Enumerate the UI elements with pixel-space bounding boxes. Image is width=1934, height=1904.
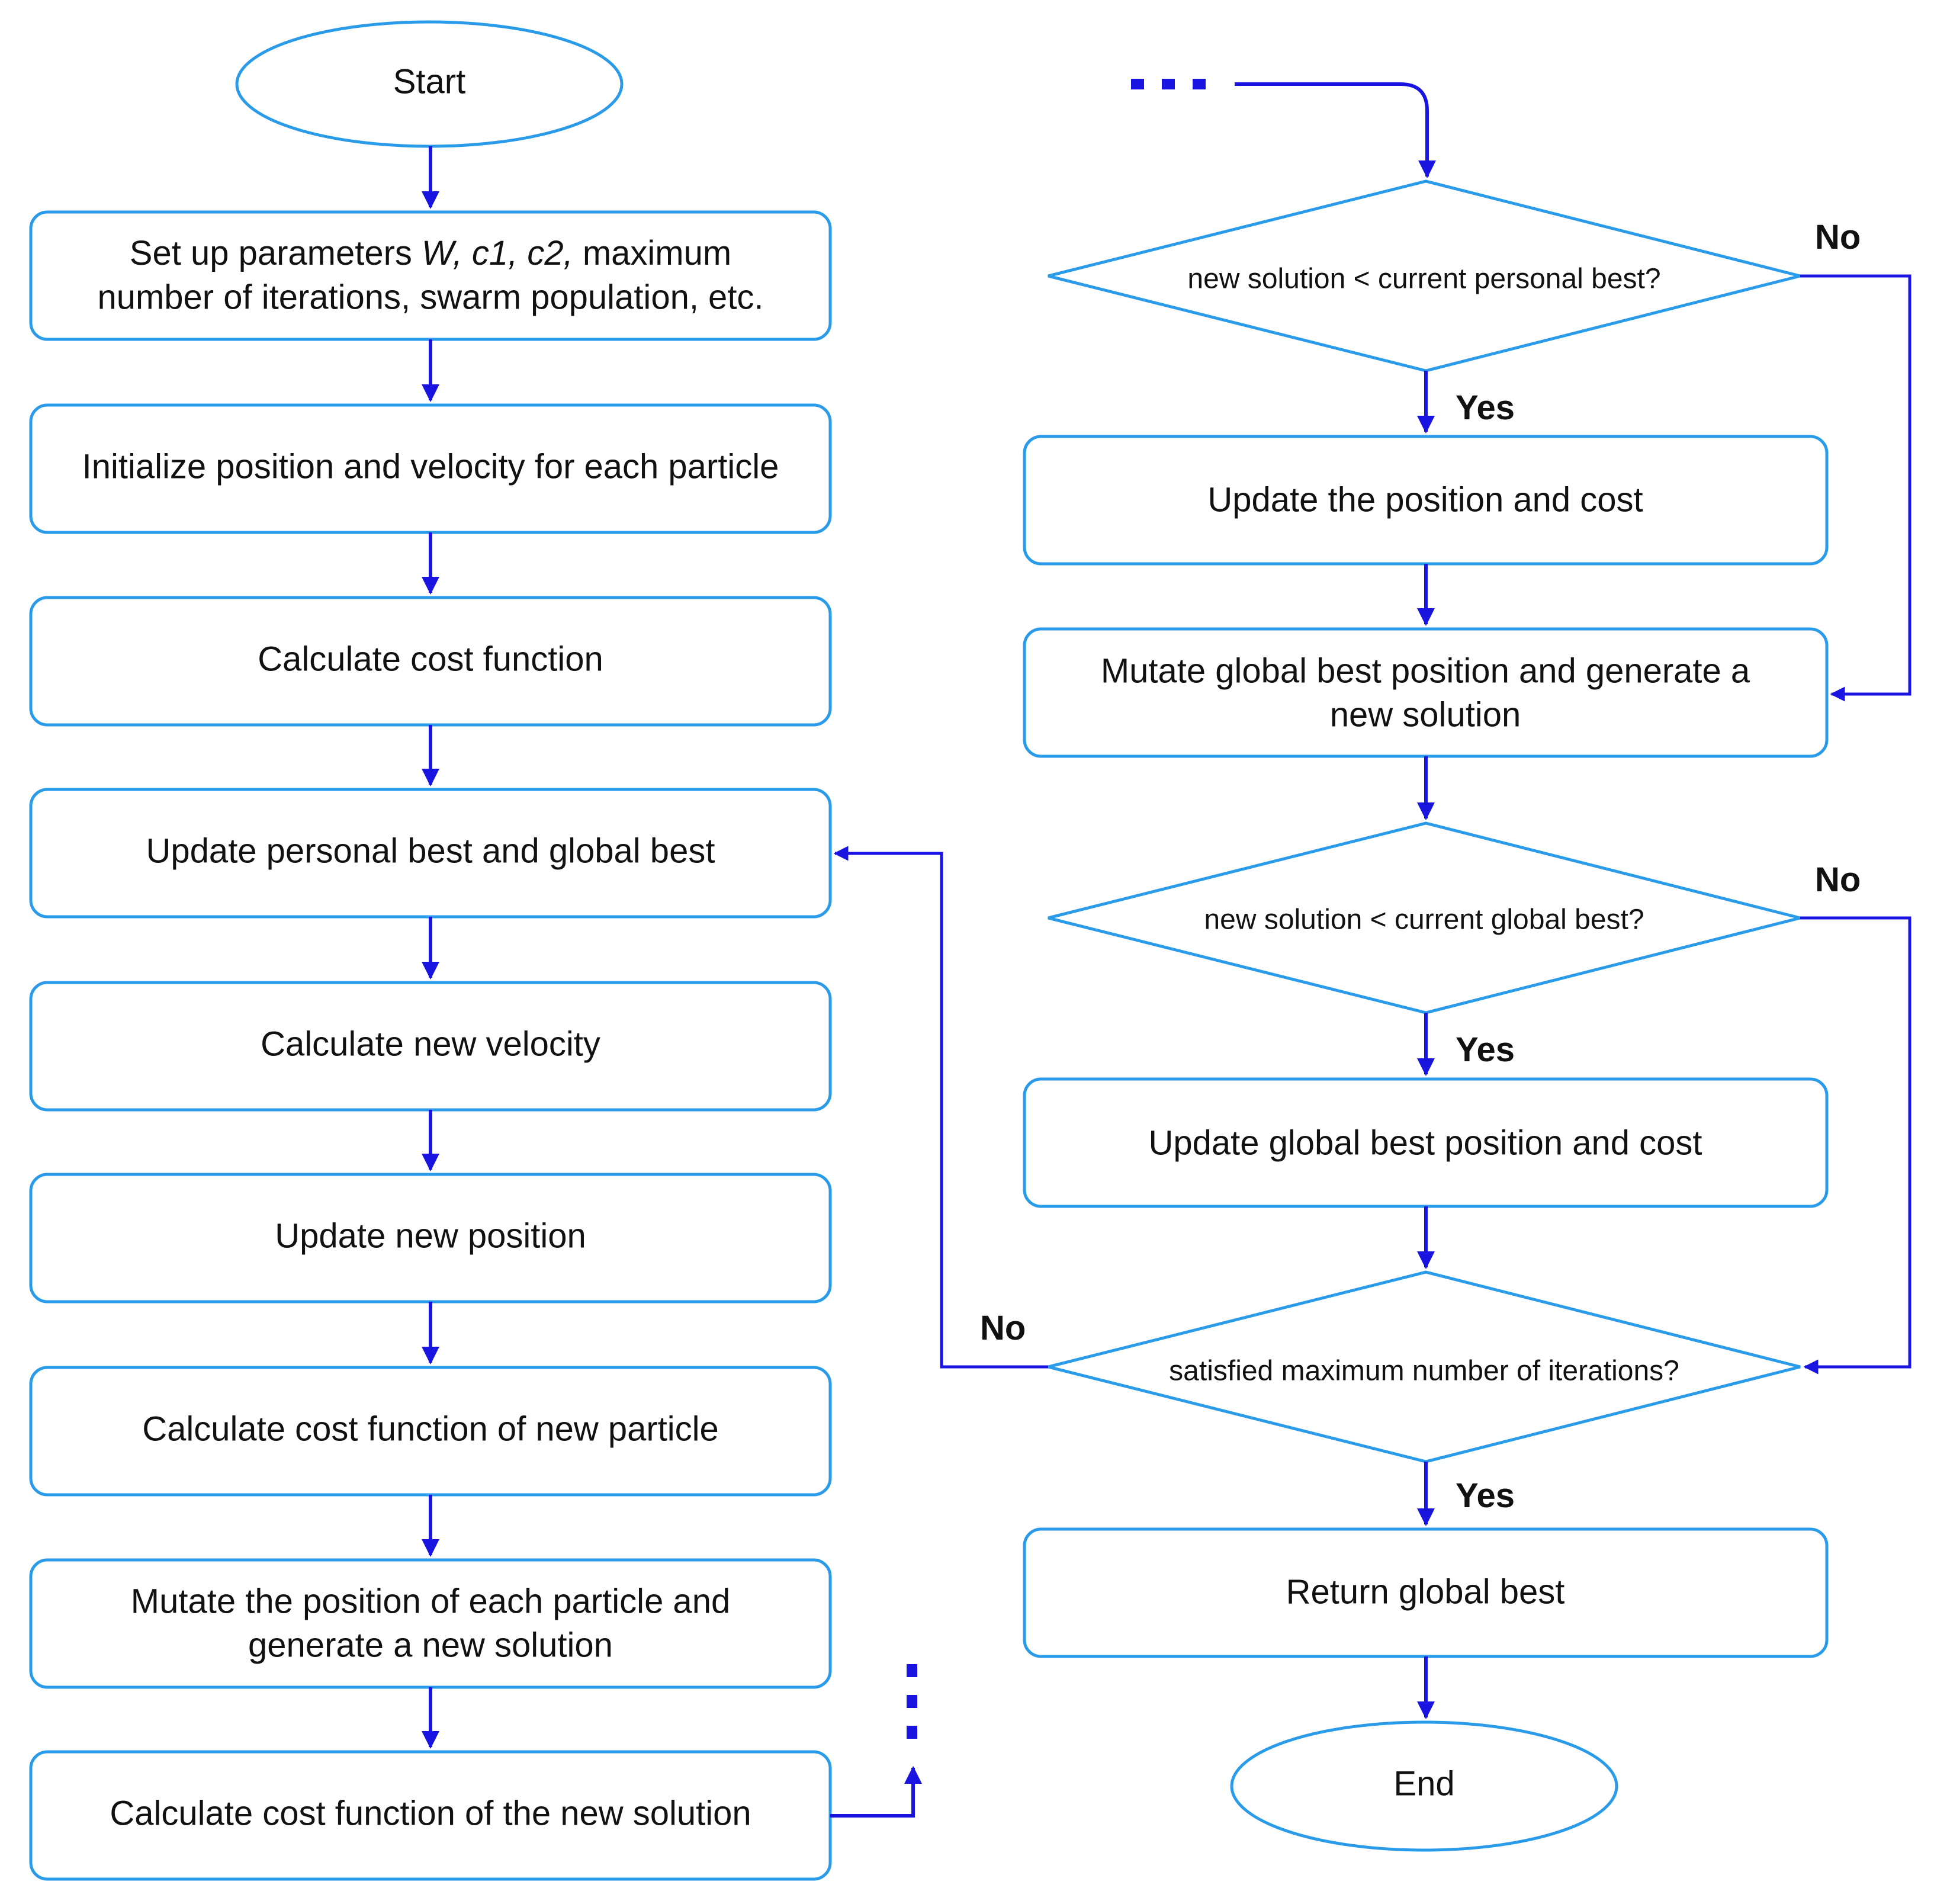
decision-iterations: satisfied maximum number of iterations?	[1048, 1270, 1801, 1463]
mutate-global-line2: new solution	[1330, 695, 1521, 734]
initialize-node: Initialize position and velocity for eac…	[29, 403, 832, 534]
return-global-node: Return global best	[1023, 1527, 1829, 1658]
mutate-global-line1: Mutate global best position and generate…	[1101, 651, 1750, 690]
setup-parameters-line2: number of iterations, swarm population, …	[97, 278, 763, 316]
calculate-cost-new-solution-label: Calculate cost function of the new solut…	[110, 1794, 751, 1832]
arrow-personal-no	[1800, 274, 1911, 702]
update-best-label: Update personal best and global best	[146, 831, 715, 870]
update-global-label: Update global best position and cost	[1148, 1123, 1702, 1162]
end-label: End	[1393, 1764, 1454, 1803]
calculate-velocity-node: Calculate new velocity	[29, 981, 832, 1112]
arrow-continuation-out	[830, 1766, 922, 1818]
calculate-velocity-label: Calculate new velocity	[261, 1025, 600, 1063]
decision-iterations-label: satisfied maximum number of iterations?	[1169, 1356, 1679, 1387]
label-personal-no: No	[1815, 218, 1861, 256]
label-iterations-yes: Yes	[1456, 1476, 1515, 1515]
setup-parameters-text-a: Set up parameters	[130, 234, 422, 272]
initialize-label: Initialize position and velocity for eac…	[82, 447, 779, 486]
update-position-label: Update new position	[275, 1216, 586, 1255]
decision-global-best-label: new solution < current global best?	[1204, 904, 1644, 936]
label-personal-yes: Yes	[1456, 388, 1515, 427]
update-global-node: Update global best position and cost	[1023, 1077, 1829, 1208]
setup-parameters-line1: Set up parameters W, c1, c2, maximum	[130, 234, 731, 272]
mutate-particle-node: Mutate the position of each particle and…	[29, 1558, 832, 1689]
arrow-global-no	[1800, 916, 1911, 1375]
label-global-yes: Yes	[1456, 1030, 1515, 1069]
arrow-iterations-no	[833, 846, 1048, 1369]
decision-global-best: new solution < current global best?	[1048, 821, 1801, 1014]
update-best-node: Update personal best and global best	[29, 788, 832, 919]
end-node: End	[1230, 1720, 1618, 1852]
decision-personal-best-label: new solution < current personal best?	[1187, 264, 1660, 295]
update-position-cost-node: Update the position and cost	[1023, 435, 1829, 566]
mutate-global-node: Mutate global best position and generate…	[1023, 627, 1829, 758]
setup-parameters-text-b: maximum	[573, 234, 731, 272]
continuation-dots-vertical	[907, 1664, 917, 1739]
start-node: Start	[235, 20, 624, 148]
label-iterations-no: No	[980, 1309, 1026, 1347]
calculate-cost-new-particle-label: Calculate cost function of new particle	[142, 1409, 719, 1448]
calculate-cost-new-solution-node: Calculate cost function of the new solut…	[29, 1750, 832, 1881]
update-position-cost-label: Update the position and cost	[1207, 480, 1643, 519]
setup-parameters-node: Set up parameters W, c1, c2, maximum num…	[29, 210, 832, 341]
mutate-particle-line2: generate a new solution	[248, 1626, 613, 1664]
arrow-continuation-in	[1235, 82, 1436, 178]
update-position-node: Update new position	[29, 1173, 832, 1303]
continuation-dots-horizontal	[1131, 79, 1206, 89]
calculate-cost-node: Calculate cost function	[29, 596, 832, 727]
setup-parameters-italic: W, c1, c2,	[422, 234, 573, 272]
label-global-no: No	[1815, 861, 1861, 899]
decision-personal-best: new solution < current personal best?	[1048, 179, 1801, 373]
calculate-cost-new-particle-node: Calculate cost function of new particle	[29, 1366, 832, 1497]
start-label: Start	[393, 62, 466, 101]
calculate-cost-label: Calculate cost function	[258, 640, 603, 678]
return-global-label: Return global best	[1286, 1572, 1565, 1611]
mutate-particle-line1: Mutate the position of each particle and	[131, 1582, 730, 1620]
